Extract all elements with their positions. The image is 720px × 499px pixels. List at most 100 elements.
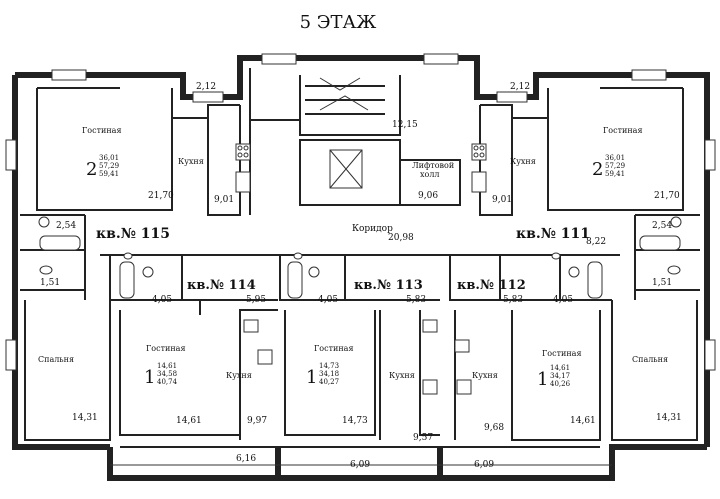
apartment-label: кв.№ 111: [516, 226, 590, 242]
area-living: 14,73: [319, 362, 339, 370]
room-area-bedroom: 14,31: [656, 413, 682, 423]
interior-walls: [20, 68, 700, 441]
bathtub-icon: [639, 235, 681, 251]
room-label-living: Гостиная: [314, 344, 354, 353]
room-area-bath: 2,54: [56, 221, 76, 231]
bathtub-icon: [39, 235, 81, 251]
rooms-count: 1: [537, 369, 548, 390]
room-label-kitchen: Кухня: [389, 371, 415, 380]
room-area-living: 21,70: [148, 191, 174, 201]
room-area-living: 14,61: [570, 416, 596, 426]
rooms-count: 2: [592, 159, 603, 180]
room-area-bedroom: 14,31: [72, 413, 98, 423]
rooms-count: 1: [306, 367, 317, 388]
bathtub-icon: [119, 261, 135, 299]
room-area-balcony: 6,09: [350, 460, 370, 470]
room-area-balcony: 6,09: [474, 460, 494, 470]
sink-icon: [235, 171, 251, 193]
room-area-hall: 5,83: [406, 295, 426, 305]
room-label-living: Гостиная: [82, 126, 122, 135]
toilet-icon: [551, 252, 561, 260]
area-total-with-balcony: 40,74: [157, 378, 178, 386]
stair-area: 12,15: [392, 120, 418, 130]
room-label-kitchen: Кухня: [510, 157, 536, 166]
area-total-with-balcony: 59,41: [605, 170, 625, 178]
room-area-balcony: 6,16: [236, 454, 256, 464]
sink-icon: [243, 319, 259, 333]
room-area-bath: 4,05: [152, 295, 172, 305]
area-total: 57,29: [99, 162, 119, 170]
room-area-living: 21,70: [654, 191, 680, 201]
area-total-with-balcony: 40,27: [319, 378, 339, 386]
area-living: 36,01: [605, 154, 625, 162]
corridor-area: 20,98: [388, 233, 414, 243]
toilet-icon: [39, 265, 53, 275]
room-label-living: Гостиная: [542, 349, 582, 358]
lift-hall-label: холл: [420, 170, 440, 179]
balcony-area: 2,12: [510, 82, 530, 92]
area-living: 14,61: [550, 364, 570, 372]
apartment-label: кв.№ 112: [457, 278, 526, 293]
apartment-111: Гостиная 2 36,01 57,29 59,41 21,70 Кухня…: [492, 126, 682, 423]
stove-icon: [235, 143, 251, 161]
sink-icon: [142, 266, 154, 278]
apartment-label: кв.№ 113: [354, 278, 423, 293]
room-area-kitchen: 9,01: [492, 195, 512, 205]
room-label-living: Гостиная: [146, 344, 186, 353]
room-area-hall: 5,95: [246, 295, 266, 305]
lift-hall-label: Лифтовой: [412, 161, 454, 170]
room-area-hall: 5,83: [503, 295, 523, 305]
area-total: 34,18: [319, 370, 339, 378]
stove-icon: [422, 379, 438, 395]
toilet-icon: [293, 252, 303, 260]
windows: [5, 53, 716, 371]
area-living: 36,01: [99, 154, 119, 162]
sink-icon: [308, 266, 320, 278]
room-label-kitchen: Кухня: [178, 157, 204, 166]
sink-icon: [568, 266, 580, 278]
apartment-114: кв.№ 114 4,05 5,95 Гостиная 1 14,61 34,5…: [144, 278, 267, 464]
room-area-kitchen: 9,68: [484, 423, 504, 433]
exterior-walls: [12, 55, 710, 481]
room-label-kitchen: Кухня: [226, 371, 252, 380]
apartment-112: кв.№ 112 4,05 5,83 Гостиная 1 14,61 34,1…: [457, 278, 596, 470]
stove-icon: [471, 143, 487, 161]
apartment-label: кв.№ 114: [187, 278, 256, 293]
area-total: 34,58: [157, 370, 177, 378]
area-total-with-balcony: 40,26: [550, 380, 571, 388]
balcony-area: 2,12: [196, 82, 216, 92]
room-area-kitchen: 9,57: [413, 433, 433, 443]
room-area-wc: 1,51: [652, 278, 672, 288]
toilet-icon: [667, 265, 681, 275]
rooms-count: 2: [86, 159, 97, 180]
stove-icon: [257, 349, 273, 365]
sink-icon: [454, 339, 470, 353]
sink-icon: [670, 216, 682, 228]
area-total: 34,17: [550, 372, 570, 380]
common-areas: 12,15 Лифтовой холл 9,06 Коридор 20,98 2…: [196, 82, 530, 243]
room-label-kitchen: Кухня: [472, 371, 498, 380]
toilet-icon: [123, 252, 133, 260]
fixtures: [38, 143, 682, 395]
sink-icon: [38, 216, 50, 228]
rooms-count: 1: [144, 367, 155, 388]
room-area-living: 14,61: [176, 416, 202, 426]
room-area-bath: 4,05: [553, 295, 573, 305]
room-area-living: 14,73: [342, 416, 368, 426]
stove-icon: [456, 379, 472, 395]
room-area-kitchen: 9,01: [214, 195, 234, 205]
room-label-living: Гостиная: [603, 126, 643, 135]
room-area-bath: 4,05: [318, 295, 338, 305]
apartment-115: Гостиная 2 36,01 57,29 59,41 21,70 Кухня…: [38, 126, 234, 423]
apartment-113: кв.№ 113 4,05 5,83 Гостиная 1 14,73 34,1…: [306, 278, 433, 470]
room-area-kitchen: 9,97: [247, 416, 267, 426]
floor-title: 5 ЭТАЖ: [300, 12, 378, 33]
bathtub-icon: [287, 261, 303, 299]
room-area-wc: 1,51: [40, 278, 60, 288]
room-area-hall: 8,22: [586, 237, 606, 247]
room-label-bedroom: Спальня: [38, 355, 74, 364]
apartment-label: кв.№ 115: [96, 226, 170, 242]
lift-hall-area: 9,06: [418, 191, 438, 201]
room-area-bath: 2,54: [652, 221, 672, 231]
